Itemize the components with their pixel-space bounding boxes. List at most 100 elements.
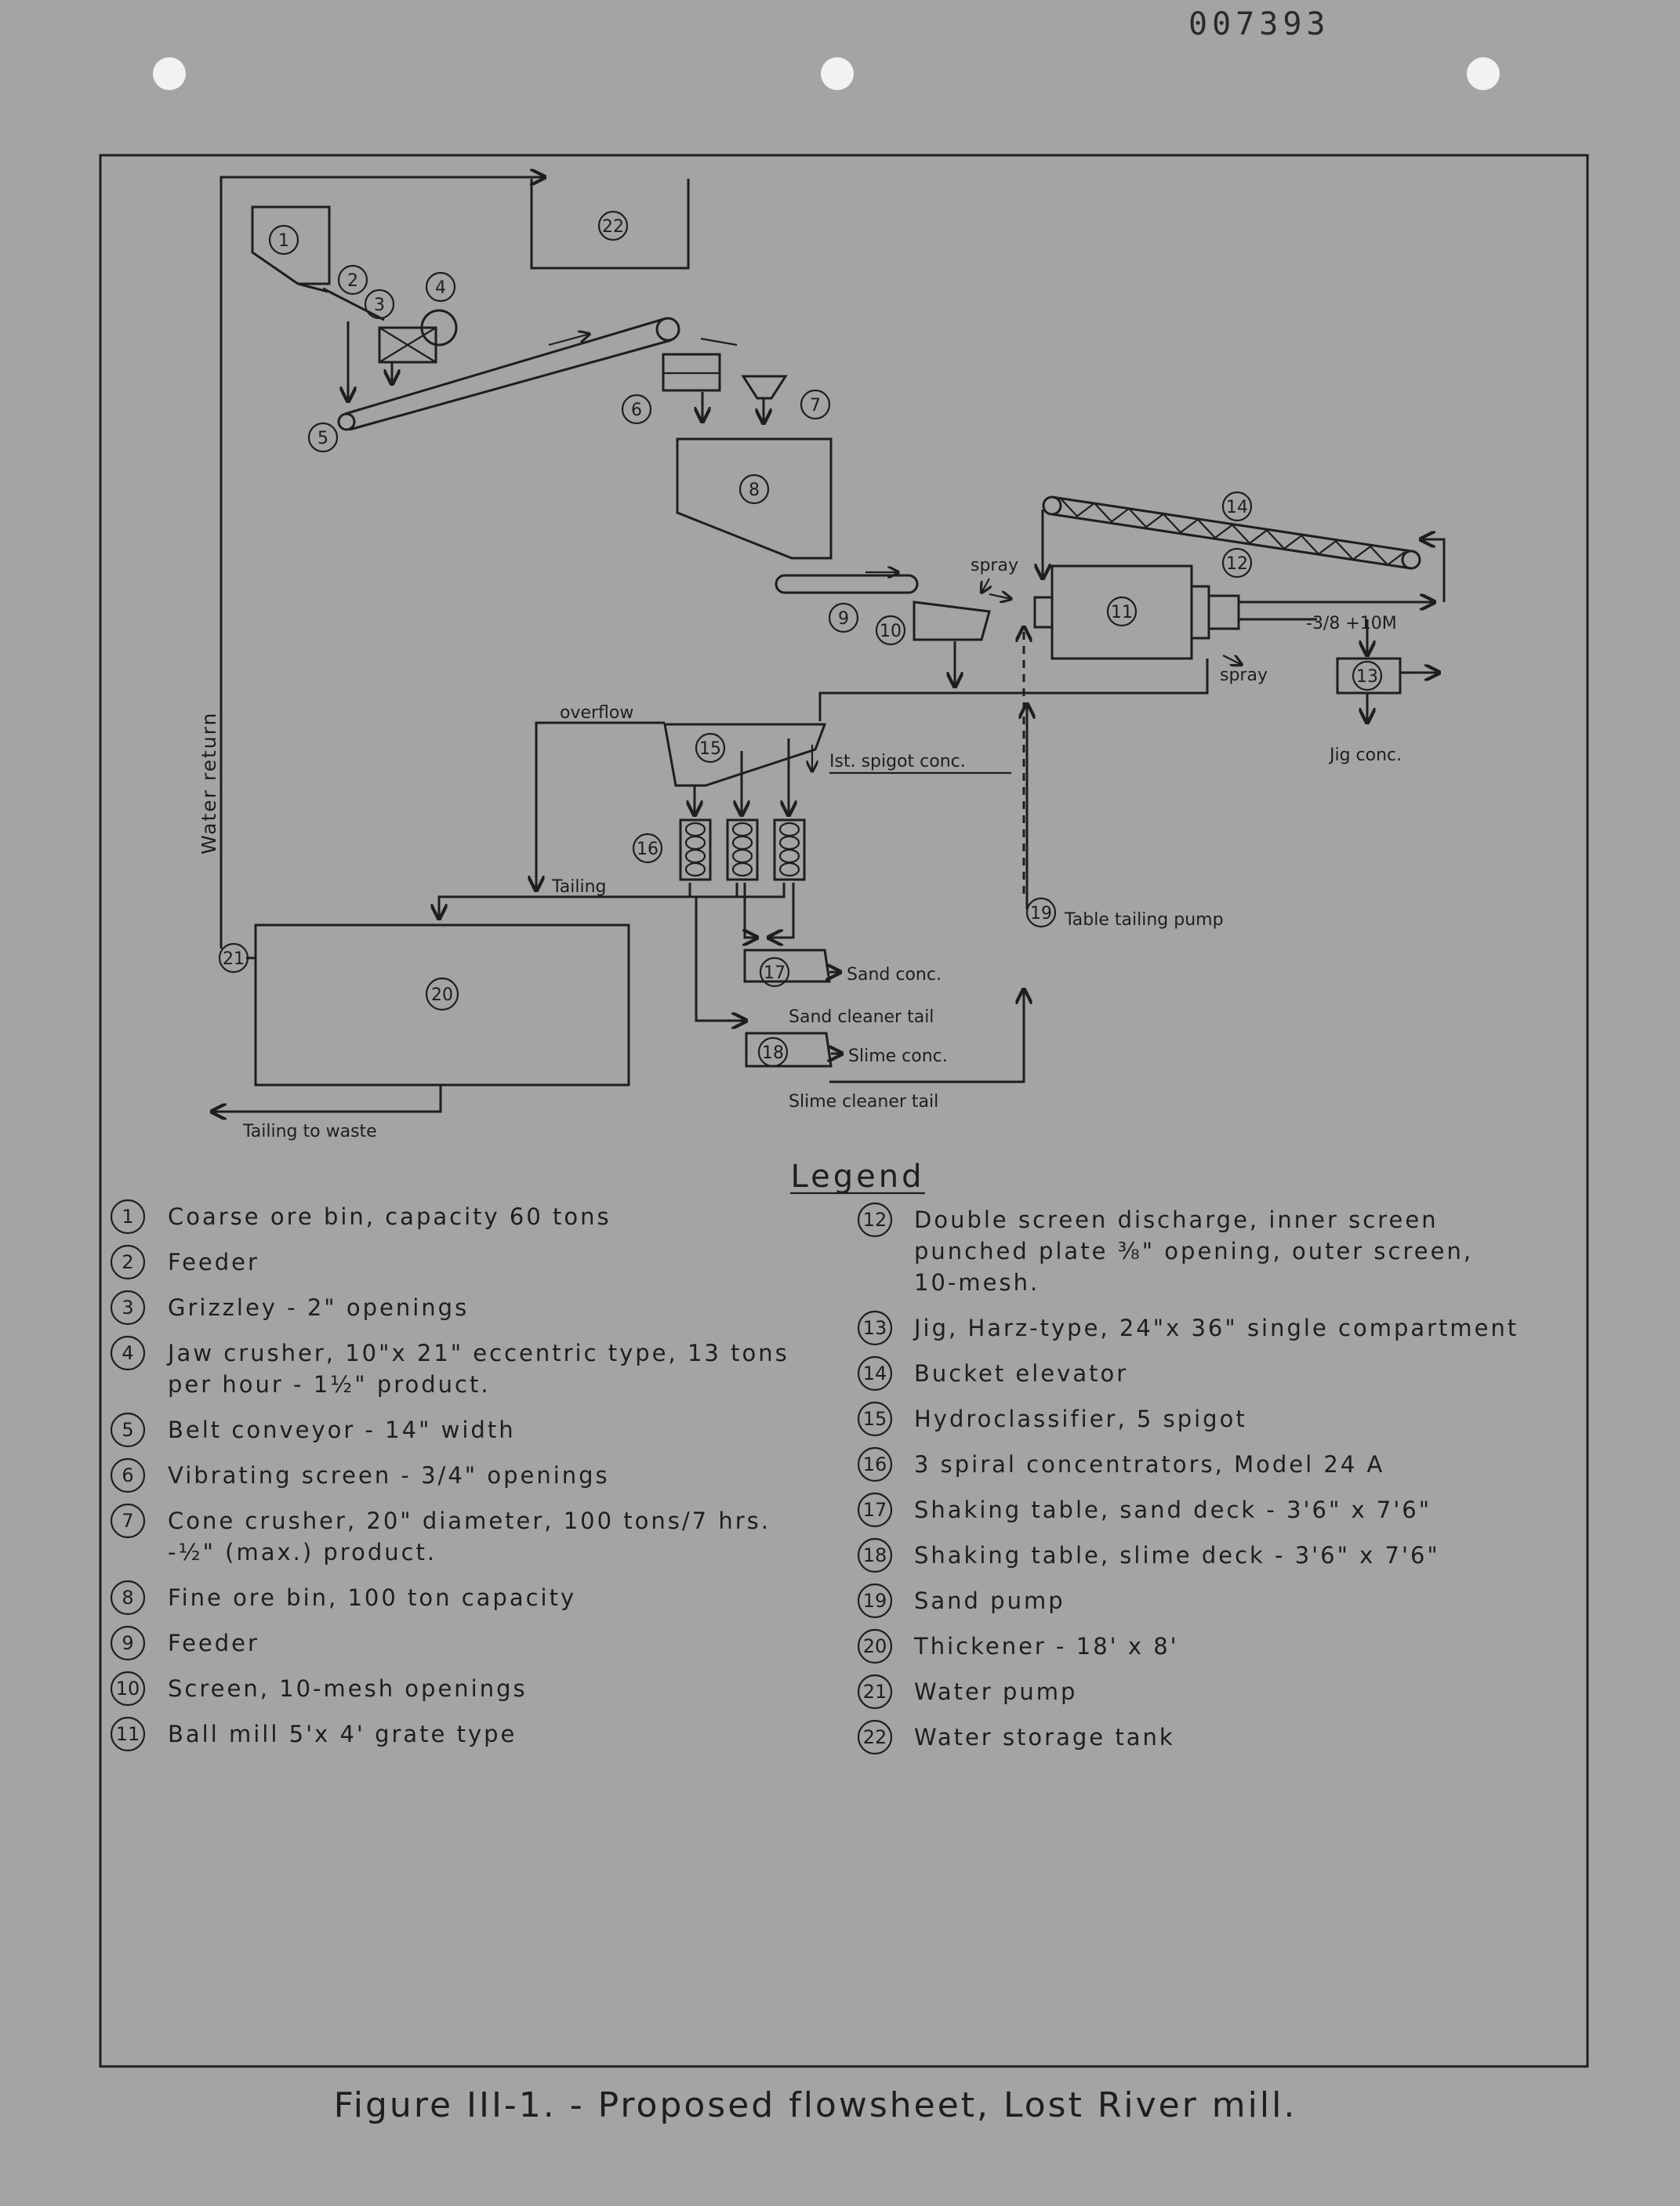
equipment-number-11: 11	[1111, 603, 1133, 622]
equipment-number-9: 9	[838, 609, 849, 629]
legend-number-13: 13	[863, 1317, 887, 1339]
spiral-coil-2-3	[731, 848, 753, 864]
legend-item-4-line-1: Jaw crusher, 10"x 21" eccentric type, 13…	[166, 1340, 789, 1366]
spiral-coil-1-2	[684, 835, 706, 851]
tailing-line	[439, 883, 691, 919]
equipment-badge-3	[364, 288, 395, 320]
legend-number-5: 5	[122, 1419, 133, 1441]
legend-number-12: 12	[863, 1209, 887, 1231]
punch-hole-right	[1467, 57, 1500, 90]
spiral-coil-2-4	[731, 862, 753, 877]
spiral-coil-1-3	[684, 848, 706, 864]
belt-direction-arrow	[548, 334, 590, 347]
punch-hole-center	[821, 57, 854, 90]
slime-table	[745, 1032, 833, 1068]
jig	[1336, 657, 1402, 695]
belt-pulley-tail	[337, 412, 356, 431]
tailing-to-waste-label: Tailing to waste	[242, 1122, 377, 1141]
legend-badge-16	[857, 1446, 893, 1482]
legend-badge-10	[110, 1671, 146, 1707]
equipment-badge-16	[632, 833, 663, 864]
spiral-3	[773, 818, 806, 881]
equipment-number-12: 12	[1226, 554, 1248, 574]
figure-caption: Figure III-1. - Proposed flowsheet, Lost…	[334, 2085, 1297, 2125]
spray-arrow-2	[1222, 655, 1242, 665]
elevator-buckets	[1059, 497, 1406, 566]
overflow-label: overflow	[560, 703, 633, 723]
legend-badge-15	[857, 1401, 893, 1437]
legend-item-6-line-1: Vibrating screen - 3/4" openings	[168, 1462, 610, 1489]
table-tailing-pump-label: Table tailing pump	[1064, 910, 1224, 930]
page-frame	[99, 154, 1589, 2068]
spiral-coil-2-1	[731, 822, 753, 837]
document-id: 007393	[1188, 6, 1330, 42]
coarse-ore-bin	[251, 205, 331, 285]
equipment-badge-19	[1025, 897, 1057, 928]
equipment-number-10: 10	[880, 622, 902, 641]
spiral-coil-1-1	[684, 822, 706, 837]
equipment-badge-14	[1221, 491, 1253, 522]
fine-ore-bin	[676, 437, 833, 560]
spiral-coil-2-2	[731, 835, 753, 851]
first-spigot-conc-label: Ist. spigot conc.	[829, 752, 966, 771]
thickener	[254, 923, 630, 1087]
equipment-badge-11	[1106, 596, 1138, 627]
legend-item-13-line-1: Jig, Harz-type, 24"x 36" single compartm…	[913, 1315, 1519, 1341]
legend-badge-17	[857, 1492, 893, 1528]
ball-mill-discharge-head	[1190, 585, 1210, 640]
legend-item-4-line-2: per hour - 1½" product.	[168, 1371, 491, 1398]
legend-number-19: 19	[863, 1590, 887, 1612]
elevator-upper-chain	[1051, 495, 1412, 553]
punch-hole-left	[153, 57, 186, 90]
legend-item-11-line-1: Ball mill 5'x 4' grate type	[168, 1721, 517, 1747]
equipment-number-2: 2	[347, 271, 358, 291]
jig-conc-label: Jig conc.	[1328, 746, 1402, 765]
equipment-number-6: 6	[631, 401, 642, 420]
hydroclassifier	[663, 723, 827, 787]
flow-screen-oversize	[989, 594, 1011, 599]
equipment-badge-2	[337, 264, 368, 296]
sand-cleaner-tail-label: Sand cleaner tail	[789, 1007, 934, 1027]
legend-number-14: 14	[863, 1362, 887, 1384]
spiral-1	[679, 818, 712, 881]
equipment-badge-5	[307, 422, 339, 453]
equipment-badge-12	[1221, 547, 1253, 579]
spray-label-1: spray	[971, 556, 1018, 575]
equipment-badge-17	[759, 956, 790, 988]
tailing-to-waste-line	[212, 1085, 442, 1112]
legend-item-5-line-1: Belt conveyor - 14" width	[168, 1417, 516, 1443]
tailing-collector-2	[690, 883, 738, 898]
double-screen-discharge	[1207, 594, 1240, 630]
legend-item-19-line-1: Sand pump	[914, 1587, 1065, 1614]
equipment-badge-20	[425, 977, 459, 1011]
legend-badge-3	[110, 1290, 146, 1326]
legend-badge-18	[857, 1537, 893, 1573]
sand-feed-line	[768, 883, 795, 938]
legend-badge-8	[110, 1580, 146, 1616]
feeder-1	[297, 282, 328, 293]
legend-item-17-line-1: Shaking table, sand deck - 3'6" x 7'6"	[914, 1497, 1431, 1523]
belt-conveyor-top	[344, 317, 667, 415]
spiral-coil-3-3	[778, 848, 800, 864]
slime-cleaner-tail-label: Slime cleaner tail	[789, 1092, 938, 1112]
legend-title: Legend	[791, 1159, 925, 1195]
discharge-chute	[700, 337, 738, 347]
legend-badge-6	[110, 1457, 146, 1493]
legend-number-9: 9	[122, 1632, 133, 1654]
spiral-concentrators	[679, 818, 806, 881]
cone-crusher	[741, 375, 788, 400]
legend-number-4: 4	[122, 1342, 133, 1364]
equipment-number-3: 3	[374, 296, 385, 315]
elevator-pulley-b	[1401, 550, 1421, 570]
spray-arrow-1	[982, 578, 989, 593]
legend-item-3-line-1: Grizzley - 2" openings	[168, 1294, 469, 1321]
legend-item-15-line-1: Hydroclassifier, 5 spigot	[914, 1406, 1247, 1432]
legend-item-14-line-1: Bucket elevator	[914, 1360, 1128, 1387]
legend-number-11: 11	[116, 1723, 140, 1745]
spray-label-2: spray	[1220, 666, 1268, 685]
legend-number-21: 21	[863, 1681, 887, 1703]
bucket-elevator	[1042, 495, 1421, 570]
legend-badge-5	[110, 1412, 146, 1448]
elevator-lower-chain	[1051, 513, 1412, 570]
